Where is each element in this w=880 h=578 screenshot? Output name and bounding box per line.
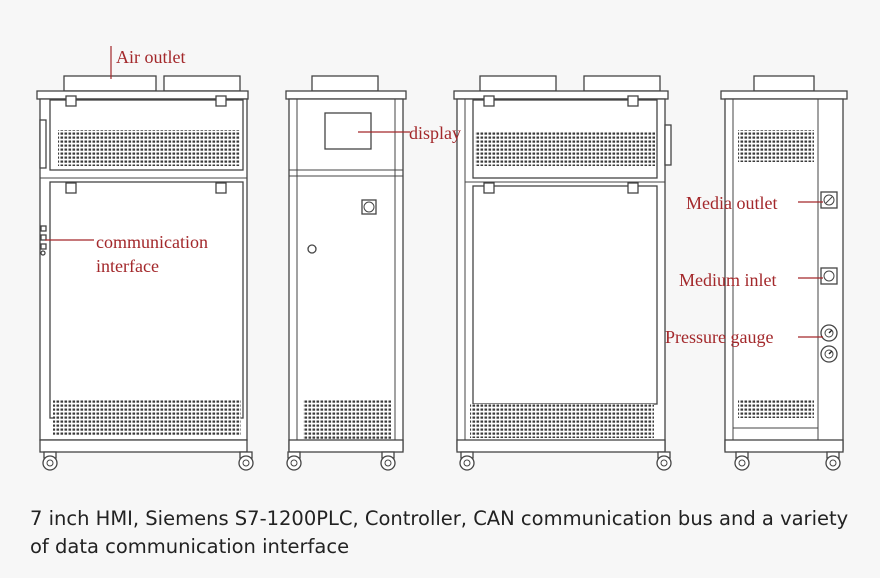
lower-vent-grille — [53, 400, 241, 436]
caster-wheel — [238, 451, 254, 471]
caster-wheel — [825, 451, 841, 471]
label-medium-inlet: Medium inlet — [679, 270, 777, 290]
side-vent-grille — [303, 400, 391, 440]
side-view-piping — [720, 75, 848, 471]
rear-view — [453, 75, 672, 471]
upper-vent-grille — [738, 130, 814, 162]
lower-vent-grille — [738, 400, 814, 418]
caster-wheel — [286, 451, 302, 471]
lower-vent-grille — [470, 404, 654, 438]
pressure-gauge-icon — [820, 345, 838, 363]
caster-wheel — [656, 451, 672, 471]
label-pressure-gauge: Pressure gauge — [665, 327, 773, 347]
upper-vent-grille — [58, 130, 240, 166]
caster-wheel — [734, 451, 750, 471]
label-display: display — [409, 123, 461, 143]
pressure-gauge-icon — [820, 324, 838, 342]
side-view-display — [285, 75, 407, 471]
upper-vent-grille — [475, 132, 655, 166]
front-view — [36, 75, 254, 471]
label-communication-line2: interface — [96, 256, 159, 276]
label-air-outlet: Air outlet — [116, 47, 186, 67]
medium-inlet-port-icon — [820, 267, 838, 285]
caster-wheel — [380, 451, 396, 471]
label-communication-line1: communication — [96, 232, 208, 252]
leader-lines — [45, 46, 823, 338]
door-lock-icon — [307, 244, 317, 254]
label-media-outlet: Media outlet — [686, 193, 777, 213]
chiller-diagram: Air outlet display communication interfa… — [36, 46, 848, 471]
caster-wheel — [459, 451, 475, 471]
hmi-display-screen — [324, 112, 372, 150]
caption-text: 7 inch HMI, Siemens S7-1200PLC, Controll… — [30, 507, 849, 558]
caster-wheel — [42, 451, 58, 471]
